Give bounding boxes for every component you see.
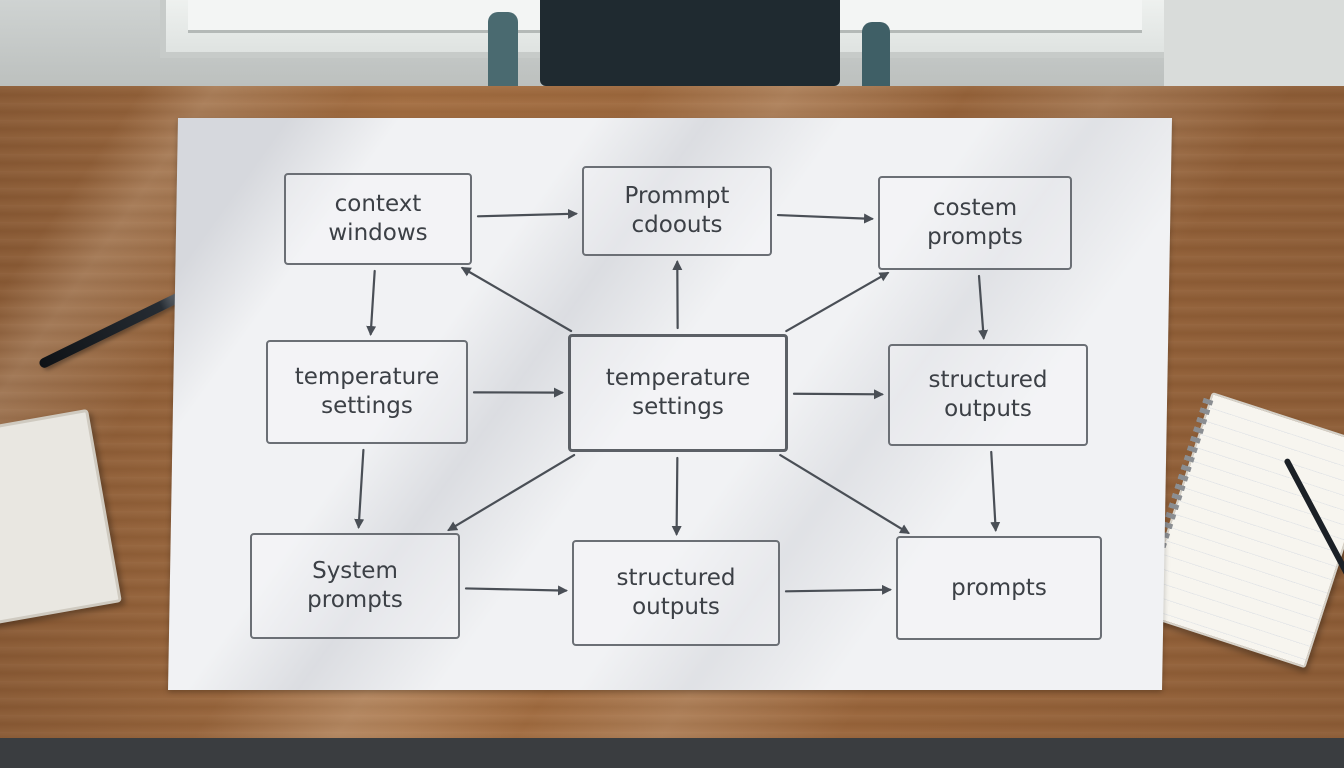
arrow-structured_right-to-prompts <box>990 450 1001 533</box>
arrow-costem-to-structured_right <box>977 274 989 341</box>
box-label: prompts <box>951 574 1047 601</box>
box-prompt-outputs: Prommpt cdoouts <box>582 166 772 256</box>
box-label: System prompts <box>307 558 403 613</box>
box-label: costem prompts <box>927 195 1023 250</box>
box-costem-prompts: costem prompts <box>878 176 1072 270</box>
arrow-context-to-temp_left <box>366 269 377 337</box>
box-label: temperature settings <box>605 365 751 420</box>
box-prompts: prompts <box>896 536 1102 640</box>
box-label: temperature settings <box>294 364 440 419</box>
box-label: context windows <box>328 191 428 246</box>
box-temperature-settings-center: temperature settings <box>568 334 788 452</box>
arrow-temp_center-to-prompts <box>779 454 910 534</box>
arrow-system-to-structured_bottom <box>464 585 569 596</box>
desk-edge <box>0 738 1344 768</box>
box-label: structured outputs <box>616 565 736 620</box>
box-label: Prommpt cdoouts <box>624 183 730 238</box>
chair-arm-left <box>488 12 518 86</box>
chair-back <box>540 0 840 86</box>
box-label: structured outputs <box>928 367 1048 422</box>
arrow-temp_center-to-context <box>460 266 573 333</box>
box-structured-outputs-right: structured outputs <box>888 344 1088 446</box>
background-wall-right <box>1164 0 1344 100</box>
arrow-temp_center-to-system <box>447 453 576 532</box>
arrow-prompt-to-costem <box>776 213 875 224</box>
arrow-temp_center-to-costem <box>785 271 890 333</box>
box-structured-outputs-bottom: structured outputs <box>572 540 780 646</box>
box-system-prompts: System prompts <box>250 533 460 639</box>
arrow-structured_bottom-to-prompts <box>784 584 893 595</box>
arrow-temp_center-to-structured_right <box>792 389 885 400</box>
arrow-temp_center-to-structured_bottom <box>671 456 682 537</box>
chair-arm-right <box>862 22 890 86</box>
arrow-context-to-prompt <box>476 208 579 219</box>
box-context-windows: context windows <box>284 173 472 265</box>
box-temperature-settings-left: temperature settings <box>266 340 468 444</box>
arrow-temp_left-to-system <box>354 448 365 530</box>
